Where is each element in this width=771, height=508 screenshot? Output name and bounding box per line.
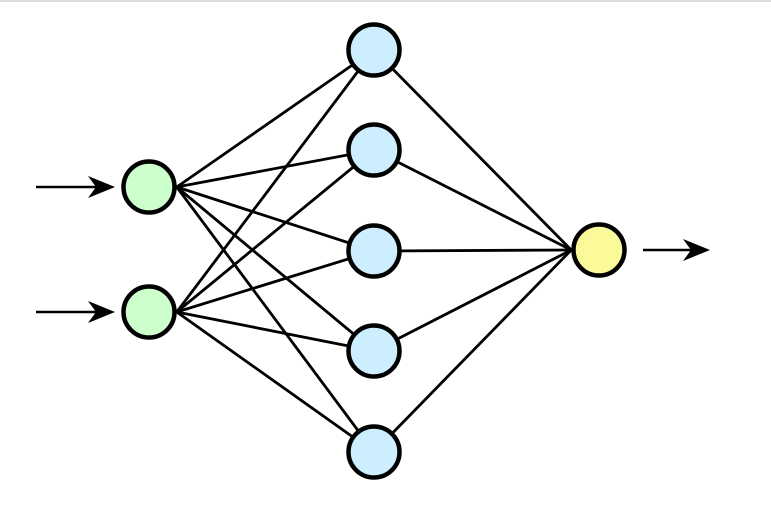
input-node-2	[121, 284, 177, 340]
edge-i1-h3	[176, 185, 375, 253]
hidden-node-1	[346, 22, 402, 78]
hidden-node-5	[346, 424, 402, 480]
edge-i2-h2	[175, 148, 375, 314]
edge-h1-o1	[373, 49, 573, 251]
hidden-node-4	[346, 323, 402, 379]
hidden-node-2	[346, 122, 402, 178]
input-node-1	[121, 159, 177, 215]
input-arrow-1-head-icon	[88, 176, 115, 198]
edge-i1-h1	[175, 48, 375, 189]
edge-h3-o1	[373, 248, 572, 253]
edge-h4-o1	[373, 248, 572, 353]
edge-i2-h1	[175, 49, 376, 313]
edge-i2-h5	[175, 310, 375, 454]
edge-h5-o1	[372, 249, 573, 453]
edge-i2-h4	[176, 310, 375, 353]
edge-i1-h2	[176, 148, 375, 189]
input-arrow-2-head-icon	[88, 301, 115, 323]
edge-h2-o1	[373, 148, 572, 252]
edge-i1-h4	[175, 185, 375, 353]
output-arrow-head-icon	[683, 239, 710, 261]
edge-i2-h3	[176, 249, 375, 314]
hidden-node-3	[346, 223, 402, 279]
edge-i1-h5	[175, 186, 376, 453]
output-node-1	[571, 222, 627, 278]
top-border	[0, 0, 771, 2]
